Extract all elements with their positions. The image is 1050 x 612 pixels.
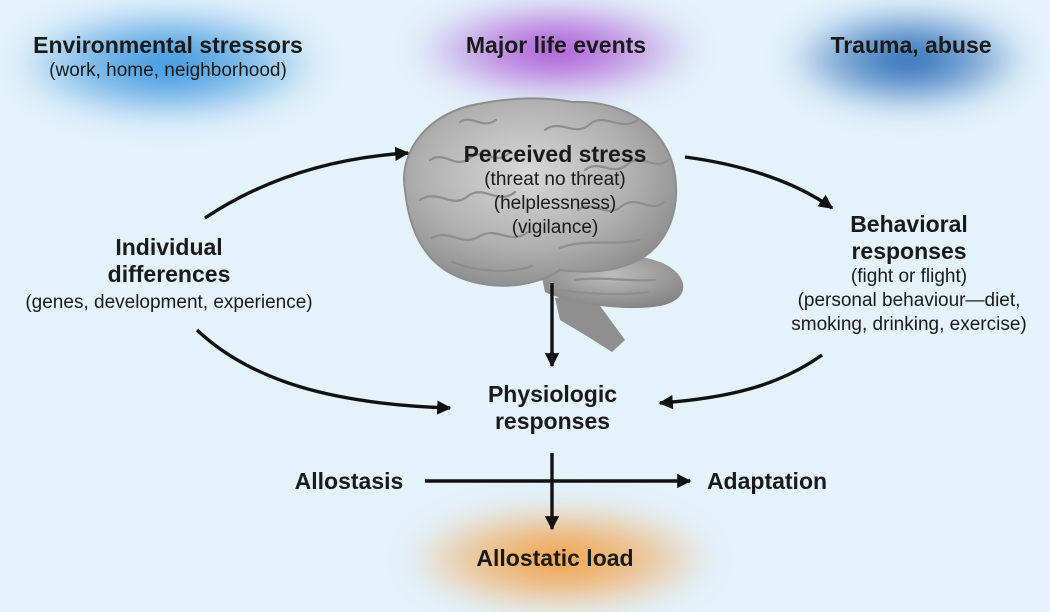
individual-differences-detail: (genes, development, experience): [25, 292, 313, 313]
environmental-stressors-detail: (work, home, neighborhood): [49, 60, 287, 81]
physiologic-responses-title-1: Physiologic: [487, 381, 618, 407]
perceived-stress-line-3: (vigilance): [511, 217, 599, 238]
individual-differences-title-2: differences: [107, 261, 231, 287]
trauma-glow: [790, 8, 1026, 110]
environmental-stressors-glow: [18, 8, 318, 120]
major-life-events-node: Major life events: [418, 32, 694, 59]
arrow-behavioral-to-physiologic: [658, 353, 823, 410]
arrow-perceived-to-behavioral: [684, 155, 834, 210]
behavioral-responses-line-2: (personal behaviour—diet,: [797, 290, 1021, 311]
adaptation-label: Adaptation: [706, 468, 828, 494]
perceived-stress-node: Perceived stress (threat no threat) (hel…: [430, 141, 680, 240]
allostasis-label: Allostasis: [294, 468, 404, 494]
arrow-individual-to-perceived: [204, 146, 410, 220]
allostatic-load-label: Allostatic load: [476, 545, 634, 571]
behavioral-responses-title-2: responses: [851, 238, 967, 264]
behavioral-responses-line-1: (fight or flight): [850, 266, 968, 287]
behavioral-responses-node: Behavioral responses (fight or flight) (…: [770, 211, 1048, 337]
allostatic-load-glow: [412, 506, 708, 612]
arrow-individual-to-physiologic: [195, 328, 452, 415]
major-life-events-title: Major life events: [465, 32, 647, 58]
behavioral-responses-line-3: smoking, drinking, exercise): [791, 314, 1027, 335]
behavioral-responses-title-1: Behavioral: [850, 211, 968, 237]
brain-folds: [418, 118, 670, 296]
trauma-abuse-title: Trauma, abuse: [830, 32, 992, 58]
perceived-stress-title: Perceived stress: [463, 141, 647, 167]
trauma-abuse-node: Trauma, abuse: [800, 32, 1022, 59]
physiologic-responses-title-2: responses: [494, 408, 611, 434]
brain-illustration: [403, 97, 684, 352]
brain-stem: [555, 292, 625, 352]
perceived-stress-line-2: (helplessness): [493, 193, 617, 214]
environmental-stressors-title: Environmental stressors: [33, 32, 303, 58]
individual-differences-node: Individual differences (genes, developme…: [0, 234, 338, 315]
major-life-events-glow: [418, 2, 694, 98]
environmental-stressors-node: Environmental stressors (work, home, nei…: [18, 32, 318, 83]
perceived-stress-line-1: (threat no threat): [484, 169, 626, 190]
flow-arrows: [195, 146, 834, 531]
physiologic-responses-node: Physiologic responses: [450, 381, 655, 435]
individual-differences-title-1: Individual: [115, 234, 223, 260]
